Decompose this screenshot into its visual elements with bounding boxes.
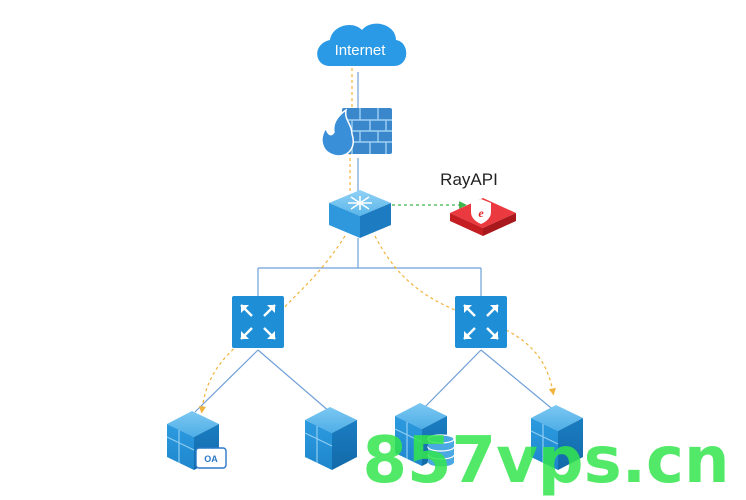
link-right-switch-server3 (419, 349, 482, 413)
oa-badge-label: OA (204, 454, 218, 464)
internet-label: Internet (335, 42, 387, 59)
core-switch-icon (348, 196, 372, 210)
server-database (394, 403, 455, 468)
rayapi-e-glyph: e (478, 206, 484, 220)
traffic-paths (198, 68, 556, 414)
rayapi-node: RayAPI e (440, 170, 516, 236)
oa-badge-icon: OA (195, 447, 227, 469)
flame-icon (321, 108, 354, 157)
link-left-switch-server1 (194, 349, 259, 413)
watermark: 857vps.cn (362, 424, 729, 498)
traffic-left-oa (198, 344, 239, 414)
access-switch-right (455, 296, 507, 348)
shield-e-icon (471, 199, 491, 224)
traffic-core-right (374, 235, 456, 311)
server-4 (530, 405, 583, 470)
database-icon (427, 434, 455, 468)
server-oa: OA (166, 411, 227, 470)
internet-cloud: Internet (317, 23, 407, 66)
link-left-switch-server2 (257, 349, 331, 413)
connection-lines (194, 72, 557, 413)
firewall (321, 108, 392, 157)
rayapi-label: RayAPI (440, 170, 498, 189)
core-switch (329, 190, 391, 238)
traffic-right-server4 (505, 329, 556, 396)
switch-arrows-icon (463, 304, 499, 340)
brick-wall-icon (342, 108, 392, 154)
server-2 (304, 407, 357, 470)
traffic-core-left (281, 235, 346, 311)
cloud-icon (317, 23, 407, 66)
access-switch-left (232, 296, 284, 348)
switch-arrows-icon (240, 304, 276, 340)
link-right-switch-server4 (480, 349, 557, 413)
